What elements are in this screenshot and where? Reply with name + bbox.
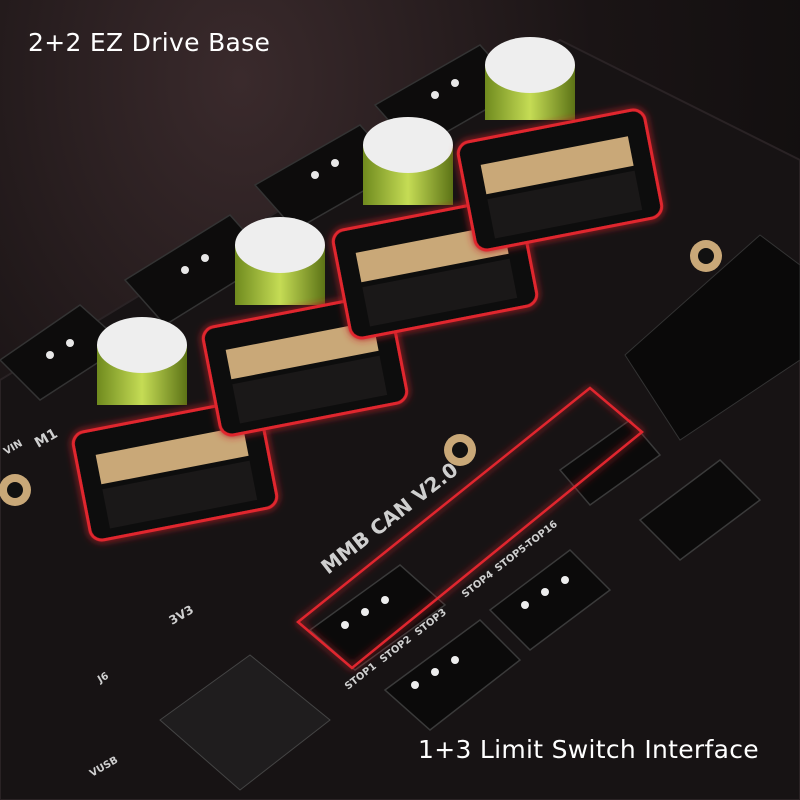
capacitors <box>97 37 575 405</box>
drive-sockets <box>71 108 664 542</box>
pcb-board <box>0 40 800 800</box>
j6-label: J6 <box>95 671 111 686</box>
limit-switch-callout: 1+3 Limit Switch Interface <box>418 735 759 764</box>
limit-switch-connectors <box>308 418 762 731</box>
limit-switch-highlight <box>296 386 644 670</box>
drive-base-callout: 2+2 EZ Drive Base <box>28 28 271 57</box>
drive-socket-2 <box>201 293 409 437</box>
drive-socket-4 <box>456 108 664 252</box>
power-connector <box>624 234 800 441</box>
mcu-chip <box>159 654 331 791</box>
